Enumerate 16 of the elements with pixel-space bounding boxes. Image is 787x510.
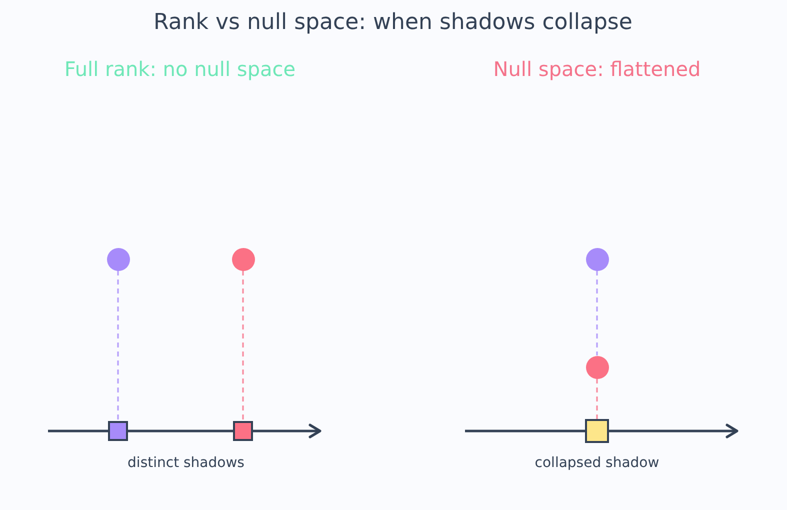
panel-heading: Null space: flattened (493, 57, 701, 81)
panel-heading: Full rank: no null space (64, 57, 296, 81)
axis-caption: collapsed shadow (534, 455, 660, 471)
projection-line (117, 270, 119, 421)
shadow-marker (108, 421, 128, 441)
vector-point (586, 356, 608, 378)
projection-line (242, 270, 244, 421)
shadow-marker (233, 421, 253, 441)
diagram-title: Rank vs null space: when shadows collapse (154, 10, 632, 35)
shadow-marker (585, 419, 609, 443)
projection-line (596, 270, 598, 356)
vector-point (232, 248, 254, 270)
projection-line (596, 378, 598, 419)
vector-point (106, 248, 130, 270)
axis-caption: distinct shadows (128, 455, 244, 471)
vector-point (586, 248, 608, 270)
